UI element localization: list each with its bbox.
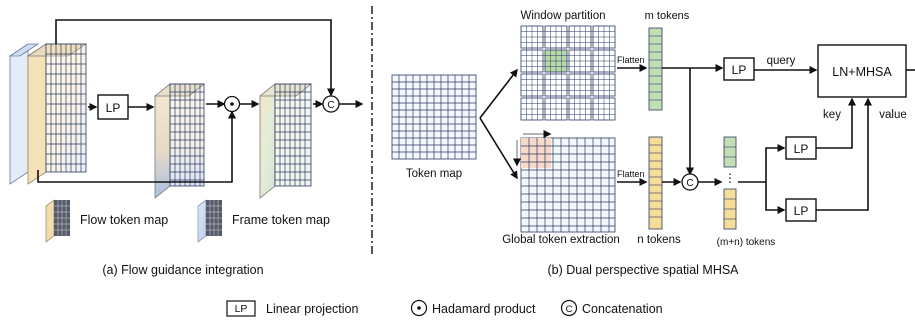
key-label: key (823, 109, 841, 121)
arrow-value (816, 97, 872, 211)
query-label: query (767, 55, 796, 67)
value-label: value (879, 109, 907, 121)
ln-mhsa-box (817, 44, 907, 98)
token-map-label: Token map (406, 168, 462, 180)
flow-legend-icon (45, 199, 70, 243)
caption-b: (b) Dual perspective spatial MHSA (547, 263, 739, 277)
lp-query-label: LP (732, 63, 747, 77)
lp-box-a (97, 94, 129, 120)
legend-concatenation: Concatenation (582, 302, 663, 316)
hadamard-dot-a (230, 102, 234, 106)
flow-legend-label: Flow token map (80, 213, 168, 227)
legend-hadamard-product: Hadamard product (432, 302, 536, 316)
skip-arrow-bottom (37, 110, 236, 183)
mn-tokens-ellipsis: ⋮ (724, 171, 736, 185)
m-tokens-column (648, 27, 663, 111)
lp-label-a: LP (106, 101, 121, 115)
legend-lp-box (226, 300, 256, 317)
legend-hadamard-dot (417, 306, 421, 310)
concat-glyph-b: C (686, 178, 693, 189)
panel-a-connections (37, 19, 364, 183)
arrow-to-global-extraction (479, 117, 518, 180)
legend-concat-icon (560, 299, 578, 317)
concat-glyph-a: C (327, 100, 334, 111)
arrow-to-window-partition (479, 68, 518, 119)
flow-token-map-grid (45, 43, 87, 173)
caption-a: (a) Flow guidance integration (102, 263, 263, 277)
legend-lp-text: LP (235, 303, 248, 315)
mn-tokens-column (723, 136, 737, 230)
frame-legend-icon (197, 199, 222, 243)
output-token-map (258, 83, 313, 199)
arrow-to-lp-key (765, 144, 786, 182)
n-tokens-column (648, 136, 663, 230)
n-tokens-label: n tokens (637, 234, 681, 246)
ln-mhsa-label: LN+MHSA (832, 65, 892, 79)
m-tokens-label: m tokens (645, 10, 690, 22)
panel-b: Token map Window partition (391, 10, 915, 277)
lp-value-label: LP (794, 204, 809, 218)
panel-a: LP (8, 19, 364, 277)
legend-concat-glyph: C (566, 304, 573, 315)
global-extraction-grid (513, 130, 616, 233)
lp-key-label: LP (794, 142, 809, 156)
legend-linear-projection: Linear projection (266, 302, 358, 316)
global-extraction-label: Global token extraction (502, 234, 620, 246)
flatten-label-bottom: Flatten (617, 169, 645, 179)
mn-tokens-label: (m+n) tokens (717, 237, 776, 248)
frame-legend-label: Frame token map (232, 213, 330, 227)
arrow-key (816, 97, 856, 149)
flow-token-map-input (26, 43, 88, 185)
flatten-label-top: Flatten (617, 55, 645, 65)
arrow-to-lp-value (765, 182, 786, 214)
window-partition-grid (520, 25, 616, 121)
concat-node-a (322, 95, 340, 113)
token-map-grid (391, 74, 477, 160)
projected-token-map (153, 83, 206, 199)
bottom-legend: LP Linear projection Hadamard product C … (226, 299, 663, 317)
lp-box-query (723, 57, 755, 81)
window-partition-label: Window partition (520, 10, 605, 22)
skip-arrow-top (55, 19, 335, 97)
